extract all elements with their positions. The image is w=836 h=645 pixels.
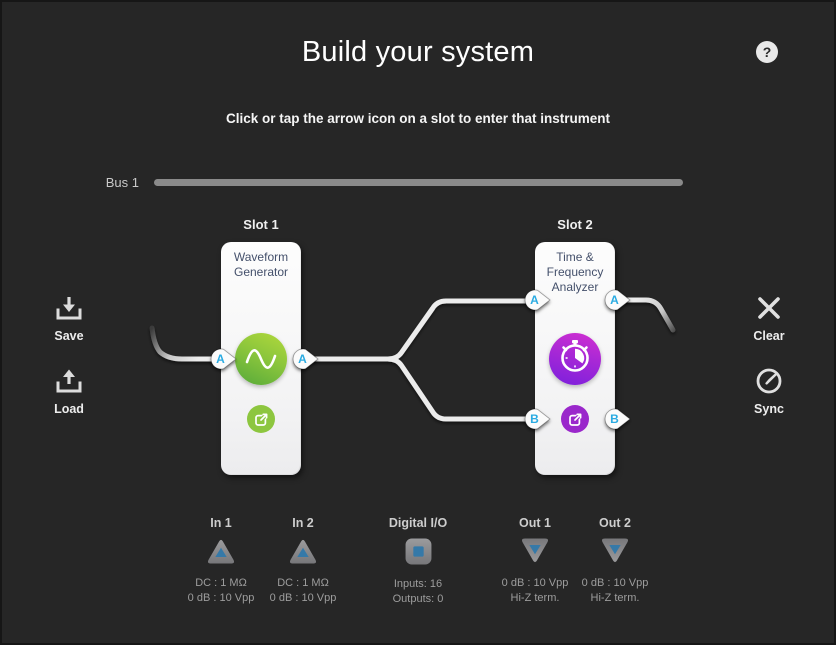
svg-text:B: B [610,412,619,426]
waveform-generator-button[interactable] [235,333,287,385]
open-external-icon [254,412,268,426]
input-triangle-icon [289,539,317,564]
io-spec-line: Hi-Z term. [510,592,560,604]
output-triangle-icon [521,538,549,563]
io-spec-line: Hi-Z term. [590,592,640,604]
io-label: In 2 [292,516,314,530]
slot2-input-b-connector[interactable]: B [524,408,551,430]
sync-button[interactable]: Sync [739,367,799,416]
io-spec-line: 0 dB : 10 Vpp [269,592,337,604]
sync-dial-icon [756,368,782,394]
svg-text:A: A [216,352,225,366]
io-spec-line: Inputs: 16 [393,578,443,590]
slot1-input-a-connector[interactable]: A [210,348,237,370]
page-title: Build your system [301,36,535,68]
svg-text:B: B [530,412,539,426]
wire-slot1-to-slot2-a [300,298,538,362]
io-spec-line: 0 dB : 10 Vpp [501,577,569,589]
io-spec-line: DC : 1 MΩ [277,577,329,589]
instruction-text: Click or tap the arrow icon on a slot to… [225,111,611,126]
sync-label: Sync [754,402,784,416]
io-col-in2: In 2 DC : 1 MΩ 0 dB : 10 Vpp [258,516,348,606]
slot1-enter-instrument-button[interactable] [247,405,275,433]
svg-text:A: A [610,293,619,307]
io-col-out2: Out 2 0 dB : 10 Vpp Hi-Z term. [570,516,660,606]
output-triangle-icon [601,538,629,563]
io-label: Digital I/O [388,516,448,530]
slot1-instrument-name: Waveform Generator [233,250,289,279]
io-label: Out 1 [519,516,551,530]
digital-io-icon [405,538,431,565]
io-spec-line: 0 dB : 10 Vpp [581,577,649,589]
help-icon: ? [762,44,772,60]
time-frequency-analyzer-button[interactable] [549,333,601,385]
slot2-enter-instrument-button[interactable] [561,405,589,433]
bus-label: Bus 1 [105,175,139,190]
load-upload-icon [56,369,82,393]
io-spec-line: Outputs: 0 [392,593,444,605]
load-button[interactable]: Load [39,367,99,416]
load-label: Load [54,402,84,416]
save-button[interactable]: Save [39,294,99,343]
wire-slot1-to-slot2-b [385,356,538,422]
io-label: In 1 [210,516,232,530]
stopwatch-icon [561,340,589,372]
analog-input-button[interactable] [288,537,318,565]
wire-bus-to-slot1-input [149,325,224,362]
io-spec-line: 0 dB : 10 Vpp [187,592,255,604]
clear-x-icon [758,297,780,319]
help-button[interactable]: ? [756,41,778,63]
io-col-out1: Out 1 0 dB : 10 Vpp Hi-Z term. [490,516,580,606]
slot1-output-a-connector[interactable]: A [292,348,319,370]
save-download-icon [56,297,82,320]
svg-text:A: A [530,293,539,307]
io-label: Out 2 [599,516,631,530]
io-col-digital: Digital I/O Inputs: 16 Outputs: 0 [373,516,463,607]
open-external-icon [568,412,582,426]
analog-output-button[interactable] [520,537,550,565]
input-triangle-icon [207,539,235,564]
slot2-output-b-connector[interactable]: B [604,408,631,430]
sine-wave-icon [245,349,277,369]
slot2-input-a-connector[interactable]: A [524,289,551,311]
slot2-instrument-name: Time & Frequency Analyzer [546,250,604,294]
digital-io-button[interactable] [404,537,433,566]
io-col-in1: In 1 DC : 1 MΩ 0 dB : 10 Vpp [176,516,266,606]
clear-button[interactable]: Clear [739,294,799,343]
io-spec-line: DC : 1 MΩ [195,577,247,589]
analog-input-button[interactable] [206,537,236,565]
clear-label: Clear [753,329,785,343]
analog-output-button[interactable] [600,537,630,565]
slot2-output-a-connector[interactable]: A [604,289,631,311]
svg-text:A: A [298,352,307,366]
slot2-label: Slot 2 [557,217,593,232]
bus-bar [154,179,683,186]
slot1-label: Slot 1 [243,217,279,232]
save-label: Save [54,329,84,343]
